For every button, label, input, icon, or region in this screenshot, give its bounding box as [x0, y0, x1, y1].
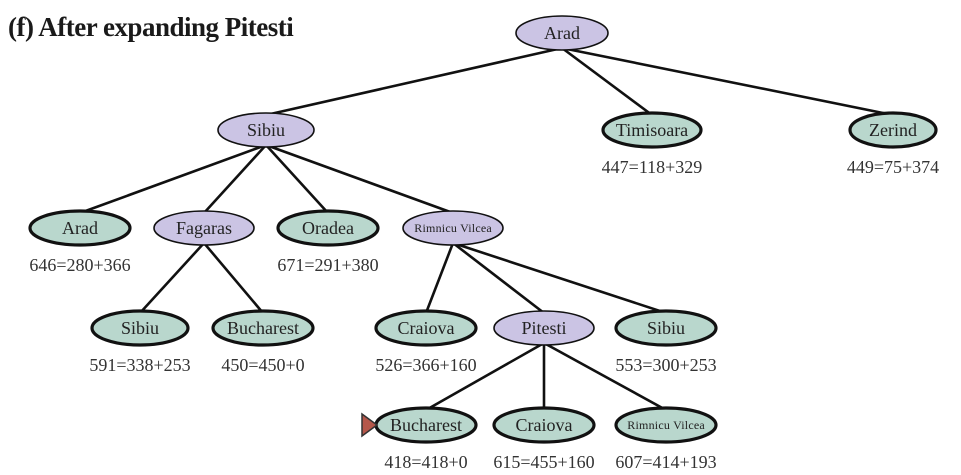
- node-label: Pitesti: [521, 318, 566, 338]
- node-label: Zerind: [869, 120, 917, 140]
- node-label: Bucharest: [227, 318, 299, 338]
- tree-edge: [265, 46, 563, 117]
- tree-edge: [561, 46, 653, 117]
- node-f-value: 671=291+380: [277, 255, 378, 275]
- node-label: Craiova: [516, 415, 573, 435]
- node-f-value: 526=366+160: [375, 355, 476, 375]
- tree-node-sibiu: Sibiu: [217, 112, 315, 148]
- node-f-value: 591=338+253: [89, 355, 190, 375]
- tree-edges: [79, 46, 894, 412]
- tree-node-sibiu: Sibiu 553=300+253: [614, 309, 718, 375]
- node-f-value: 449=75+374: [847, 157, 939, 177]
- node-label: Fagaras: [176, 218, 232, 238]
- node-label: Bucharest: [390, 415, 462, 435]
- tree-node-arad: Arad: [515, 15, 609, 51]
- tree-node-bucharest: Bucharest 418=418+0: [361, 406, 478, 472]
- node-ellipse: [217, 112, 315, 148]
- node-label: Arad: [62, 218, 98, 238]
- tree-node-craiova: Craiova 615=455+160: [492, 406, 596, 472]
- tree-node-pitesti: Pitesti: [493, 310, 595, 346]
- tree-node-sibiu: Sibiu 591=338+253: [89, 309, 191, 375]
- node-label: Rimnicu Vilcea: [627, 418, 705, 432]
- tree-edge: [452, 241, 545, 315]
- node-ellipse: [515, 15, 609, 51]
- node-label: Sibiu: [247, 120, 285, 140]
- node-ellipse: [402, 210, 504, 246]
- tree-node-rimnicu-vilcea: Rimnicu Vilcea: [402, 210, 504, 246]
- node-f-value: 450=450+0: [221, 355, 304, 375]
- tree-edge: [139, 242, 205, 314]
- tree-edge: [79, 143, 267, 215]
- tree-node-oradea: Oradea 671=291+380: [276, 209, 380, 275]
- node-ellipse: [601, 111, 703, 149]
- tree-node-rimnicu-vilcea: Rimnicu Vilcea 607=414+193: [614, 406, 718, 472]
- node-ellipse: [848, 111, 938, 149]
- tree-node-timisoara: Timisoara 447=118+329: [601, 111, 703, 177]
- node-f-value: 615=455+160: [493, 452, 594, 472]
- tree-edge: [265, 143, 454, 215]
- diagram-title: (f) After expanding Pitesti: [8, 12, 294, 42]
- node-ellipse: [614, 406, 718, 444]
- node-ellipse: [374, 309, 478, 347]
- node-ellipse: [90, 309, 190, 347]
- node-f-value: 553=300+253: [615, 355, 716, 375]
- node-label: Rimnicu Vilcea: [414, 221, 492, 235]
- tree-edge: [561, 46, 894, 117]
- tree-edge: [265, 144, 329, 214]
- node-f-value: 447=118+329: [602, 157, 703, 177]
- node-label: Craiova: [398, 318, 455, 338]
- tree-node-craiova: Craiova 526=366+160: [374, 309, 478, 375]
- node-label: Timisoara: [616, 120, 688, 140]
- tree-edge: [424, 242, 455, 314]
- node-ellipse: [28, 209, 132, 247]
- node-label: Oradea: [302, 218, 354, 238]
- node-label: Sibiu: [121, 318, 159, 338]
- tree-node-zerind: Zerind 449=75+374: [847, 111, 939, 177]
- node-ellipse: [492, 406, 596, 444]
- tree-edge: [203, 242, 264, 314]
- tree-node-bucharest: Bucharest 450=450+0: [211, 309, 315, 375]
- tree-edge: [452, 241, 667, 315]
- node-ellipse: [153, 210, 255, 246]
- tree-node-fagaras: Fagaras: [153, 210, 255, 246]
- node-ellipse: [211, 309, 315, 347]
- node-ellipse: [614, 309, 718, 347]
- selected-node-marker-icon: [361, 412, 379, 438]
- node-label: Sibiu: [647, 318, 685, 338]
- node-f-value: 607=414+193: [615, 452, 716, 472]
- node-label: Arad: [544, 23, 580, 43]
- tree-edge: [543, 341, 667, 412]
- tree-node-arad: Arad 646=280+366: [28, 209, 132, 275]
- node-ellipse: [276, 209, 380, 247]
- tree-edge: [425, 341, 545, 412]
- node-ellipse: [493, 310, 595, 346]
- node-f-value: 646=280+366: [29, 255, 130, 275]
- node-f-value: 418=418+0: [384, 452, 467, 472]
- tree-edge: [203, 144, 267, 214]
